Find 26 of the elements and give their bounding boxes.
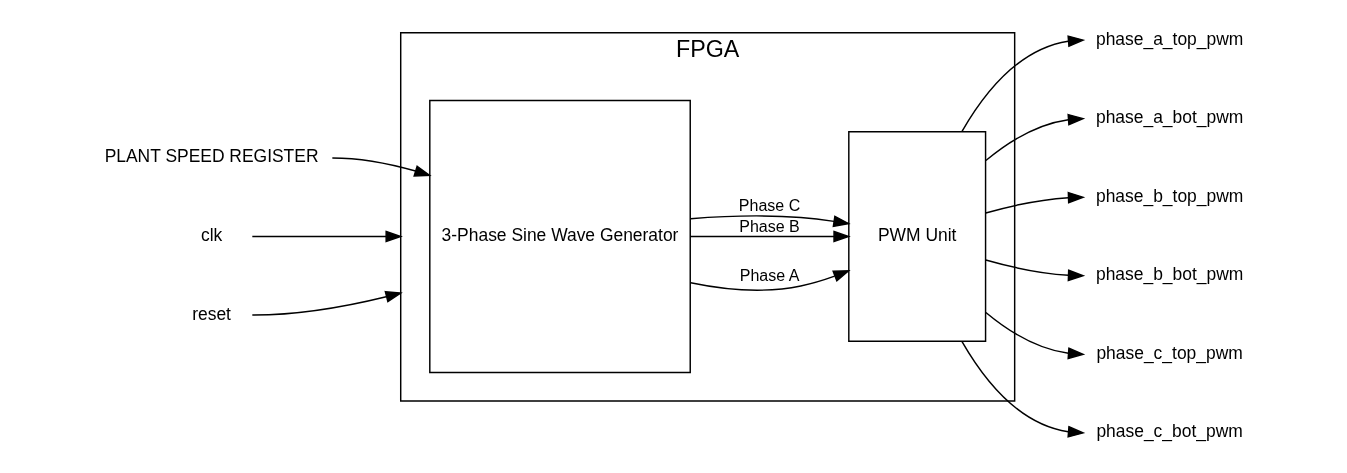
node-text: phase_a_bot_pwm bbox=[1095, 107, 1244, 128]
node-text: PLANT SPEED REGISTER bbox=[104, 146, 319, 167]
arrow bbox=[689, 230, 851, 243]
arrow bbox=[961, 340, 1086, 438]
edge-label: Phase A bbox=[739, 267, 800, 285]
arrow bbox=[985, 113, 1086, 162]
node-text: phase_a_top_pwm bbox=[1095, 28, 1244, 49]
node-box: 3-Phase Sine Wave Generator bbox=[429, 99, 691, 374]
node-text: phase_c_top_pwm bbox=[1096, 342, 1243, 363]
node-text: phase_b_top_pwm bbox=[1095, 185, 1244, 206]
node-text: phase_b_bot_pwm bbox=[1095, 264, 1244, 285]
edge-label: Phase B bbox=[739, 217, 800, 235]
arrow bbox=[251, 290, 403, 316]
node-text: clk bbox=[200, 225, 223, 246]
node-box: PWM Unit bbox=[848, 131, 987, 342]
edge-label: Phase C bbox=[738, 197, 801, 215]
node-text: reset bbox=[192, 303, 231, 324]
arrow bbox=[985, 311, 1086, 360]
arrow bbox=[251, 230, 403, 243]
arrow bbox=[961, 35, 1086, 133]
node-text: phase_c_bot_pwm bbox=[1096, 421, 1243, 442]
arrow bbox=[689, 270, 851, 291]
arrow bbox=[689, 215, 851, 228]
arrow bbox=[985, 191, 1086, 214]
arrow bbox=[985, 259, 1086, 282]
arrow bbox=[331, 157, 432, 177]
